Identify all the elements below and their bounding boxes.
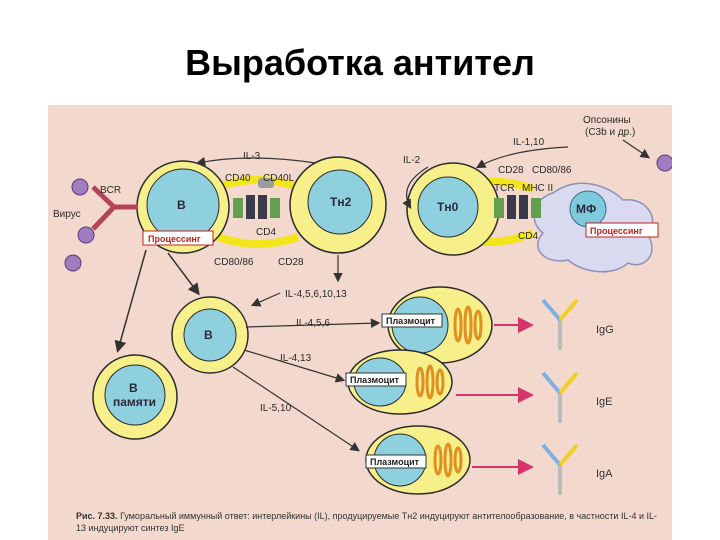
plasmacyte-3	[365, 425, 471, 495]
b2-cell-nucleus	[183, 308, 237, 362]
il3-arrow	[195, 156, 317, 167]
receptor-cluster-right	[494, 195, 541, 219]
il110-arrow	[475, 146, 569, 169]
b-cell-label: В	[177, 198, 186, 212]
th0-cell-label: Тн0	[437, 200, 459, 214]
synapse-band-bottom	[216, 233, 300, 248]
b2-cell-label: В	[204, 328, 213, 342]
il-413-label: IL-4,13	[280, 353, 312, 364]
th2-cell-nucleus	[307, 169, 373, 235]
iga-antibody-icon	[541, 443, 579, 495]
opsonins-label-1: Опсонины	[583, 115, 631, 126]
il-510-label: IL-5,10	[260, 403, 292, 414]
il-multi-label: IL-4,5,6,10,13	[285, 289, 347, 300]
plasmacyte-2	[345, 349, 453, 415]
memory-cell-label-1: В	[129, 381, 138, 395]
opsonins-label-2: (C3b и др.)	[585, 127, 635, 138]
il110-label: IL-1,10	[513, 137, 545, 148]
il2-label: IL-2	[403, 155, 421, 166]
caption-text: Гуморальный иммунный ответ: интерлейкины…	[76, 511, 657, 533]
processing-box-mf	[585, 222, 659, 238]
caption-number: Рис. 7.33.	[76, 511, 118, 521]
b2-to-plasma2-arrow	[243, 349, 346, 383]
opsonin-arrow	[622, 139, 650, 159]
virus-icon	[64, 154, 672, 272]
figure-caption: Рис. 7.33. Гуморальный иммунный ответ: и…	[76, 510, 666, 534]
th2-cell-label: Тн2	[330, 195, 352, 209]
processing-label-b: Процессинг	[148, 234, 201, 244]
slide-title: Выработка антител	[185, 42, 535, 83]
cd40-label: CD40	[225, 173, 251, 184]
tcr-label: TCR	[494, 183, 515, 194]
cd4-right-label: CD4	[518, 231, 538, 242]
il3-label: IL-3	[243, 151, 261, 162]
igg-antibody-icon	[541, 298, 579, 350]
b2-to-plasma1-arrow	[245, 318, 381, 329]
memory-cell-nucleus	[104, 364, 166, 426]
virus-label: Вирус	[53, 209, 81, 220]
b-to-memory-arrow	[114, 249, 147, 353]
processing-label-mf: Процессинг	[590, 226, 643, 236]
cd28-right-label: CD28	[498, 165, 524, 176]
b-to-b2-arrow	[167, 252, 200, 296]
iga-label: IgA	[596, 468, 613, 480]
b2-to-plasma3-arrow	[232, 366, 360, 452]
plasmacyte-3-label: Плазмоцит	[370, 457, 420, 467]
bcr-label: BCR	[100, 185, 121, 196]
igg-label: IgG	[596, 324, 614, 336]
receptor-cluster-left	[233, 178, 280, 219]
cd80-right-label: CD80/86	[532, 165, 572, 176]
cd40l-label: CD40L	[263, 173, 295, 184]
plasmacyte-1-label: Плазмоцит	[386, 316, 436, 326]
il-multi-arrow	[250, 292, 281, 307]
immune-response-figure: Процессинг Процессинг В Тн2 Тн0 МФ BCR В…	[48, 105, 672, 540]
bcr-receptor	[91, 185, 138, 231]
processing-box-b	[142, 230, 214, 246]
cd4-left-label: CD4	[256, 227, 276, 238]
plasmacyte-1	[381, 286, 493, 364]
cd28-left-label: CD28	[278, 257, 304, 268]
ige-antibody-icon	[541, 371, 579, 423]
plasmacyte-2-label: Плазмоцит	[350, 375, 400, 385]
cd80-left-label: CD80/86	[214, 257, 254, 268]
memory-cell-label-2: памяти	[113, 395, 156, 409]
il2-arrow	[402, 166, 429, 210]
mhc-label: MHC II	[522, 183, 553, 194]
diagram-canvas: Процессинг Процессинг В Тн2 Тн0 МФ BCR В…	[53, 115, 672, 495]
th0-cell-nucleus	[417, 176, 479, 238]
il-456-label: IL-4,5,6	[296, 318, 330, 329]
ige-label: IgE	[596, 396, 613, 408]
synapse-band-top	[216, 176, 300, 191]
mf-cell-label: МФ	[576, 202, 596, 216]
